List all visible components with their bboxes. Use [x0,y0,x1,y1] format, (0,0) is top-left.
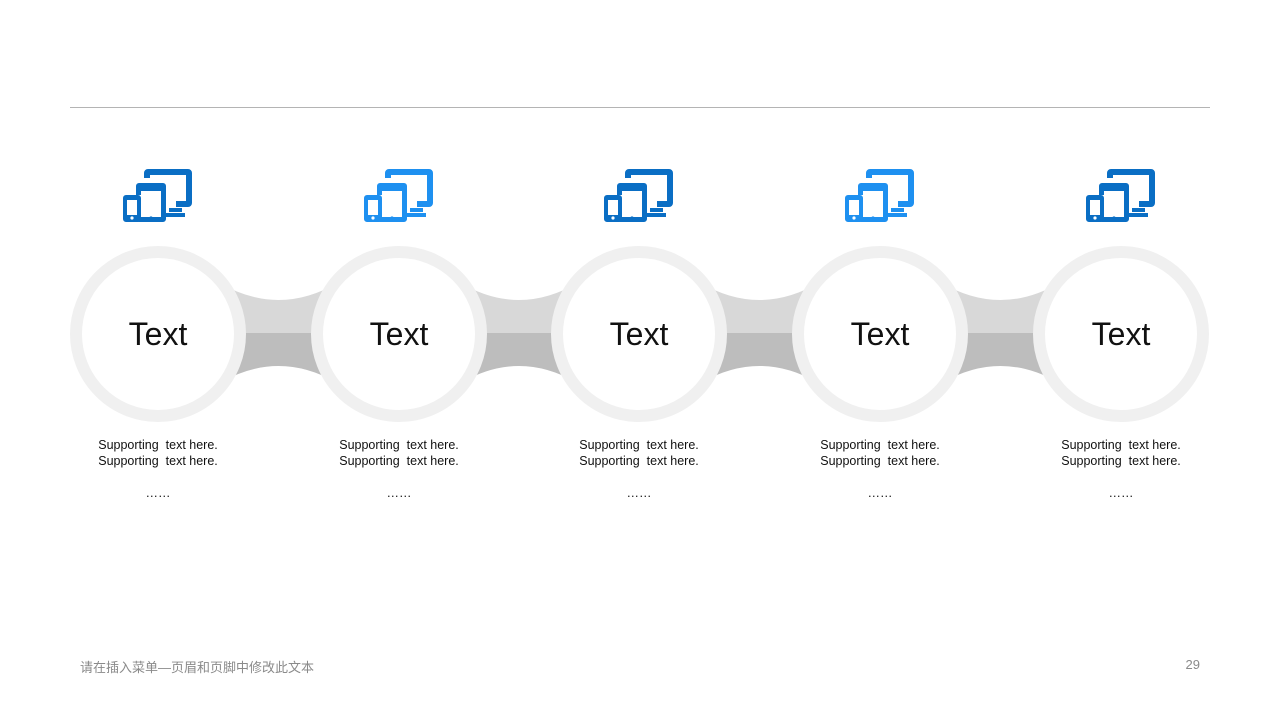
page-number: 29 [1185,657,1200,672]
step-label: Text [609,315,669,352]
supporting-line: Supporting text here. [339,454,459,468]
ellipsis: …… [145,486,171,500]
step-label: Text [1091,315,1151,352]
step-label: Text [850,315,910,352]
step-label: Text [128,315,188,352]
supporting-text: Supporting text here. Supporting text he… [299,437,499,501]
step-label: Text [369,315,429,352]
ellipsis: …… [1108,486,1134,500]
connector-bottom-3 [699,333,820,384]
step-circle: Text [1033,246,1209,422]
supporting-text: Supporting text here. Supporting text he… [1021,437,1221,501]
ellipsis: …… [867,486,893,500]
top-divider [70,107,1210,108]
devices-icon [1086,166,1156,226]
supporting-line: Supporting text here. [98,454,218,468]
connector-bottom-4 [940,333,1061,384]
step-circle: Text [311,246,487,422]
connector-bottom-1 [218,333,339,384]
connector-bottom-2 [459,333,579,384]
footer-text: 请在插入菜单—页眉和页脚中修改此文本 [80,660,315,675]
ellipsis: …… [386,486,412,500]
supporting-text: Supporting text here. Supporting text he… [539,437,739,501]
step-circle: Text [551,246,727,422]
supporting-text: Supporting text here. Supporting text he… [58,437,258,501]
supporting-line: Supporting text here. [98,438,218,452]
step-circle: Text [792,246,968,422]
supporting-line: Supporting text here. [820,454,940,468]
step-circle: Text [70,246,246,422]
connector-top-4 [940,282,1061,333]
supporting-line: Supporting text here. [579,454,699,468]
devices-icon [364,166,434,226]
supporting-line: Supporting text here. [339,438,459,452]
supporting-line: Supporting text here. [820,438,940,452]
ellipsis: …… [626,486,652,500]
supporting-line: Supporting text here. [1061,454,1181,468]
connector-top-3 [699,282,820,333]
supporting-text: Supporting text here. Supporting text he… [780,437,980,501]
connector-top-2 [459,282,579,333]
devices-icon [845,166,915,226]
supporting-line: Supporting text here. [579,438,699,452]
devices-icon [604,166,674,226]
connector-top-1 [218,282,339,333]
supporting-line: Supporting text here. [1061,438,1181,452]
devices-icon [123,166,193,226]
